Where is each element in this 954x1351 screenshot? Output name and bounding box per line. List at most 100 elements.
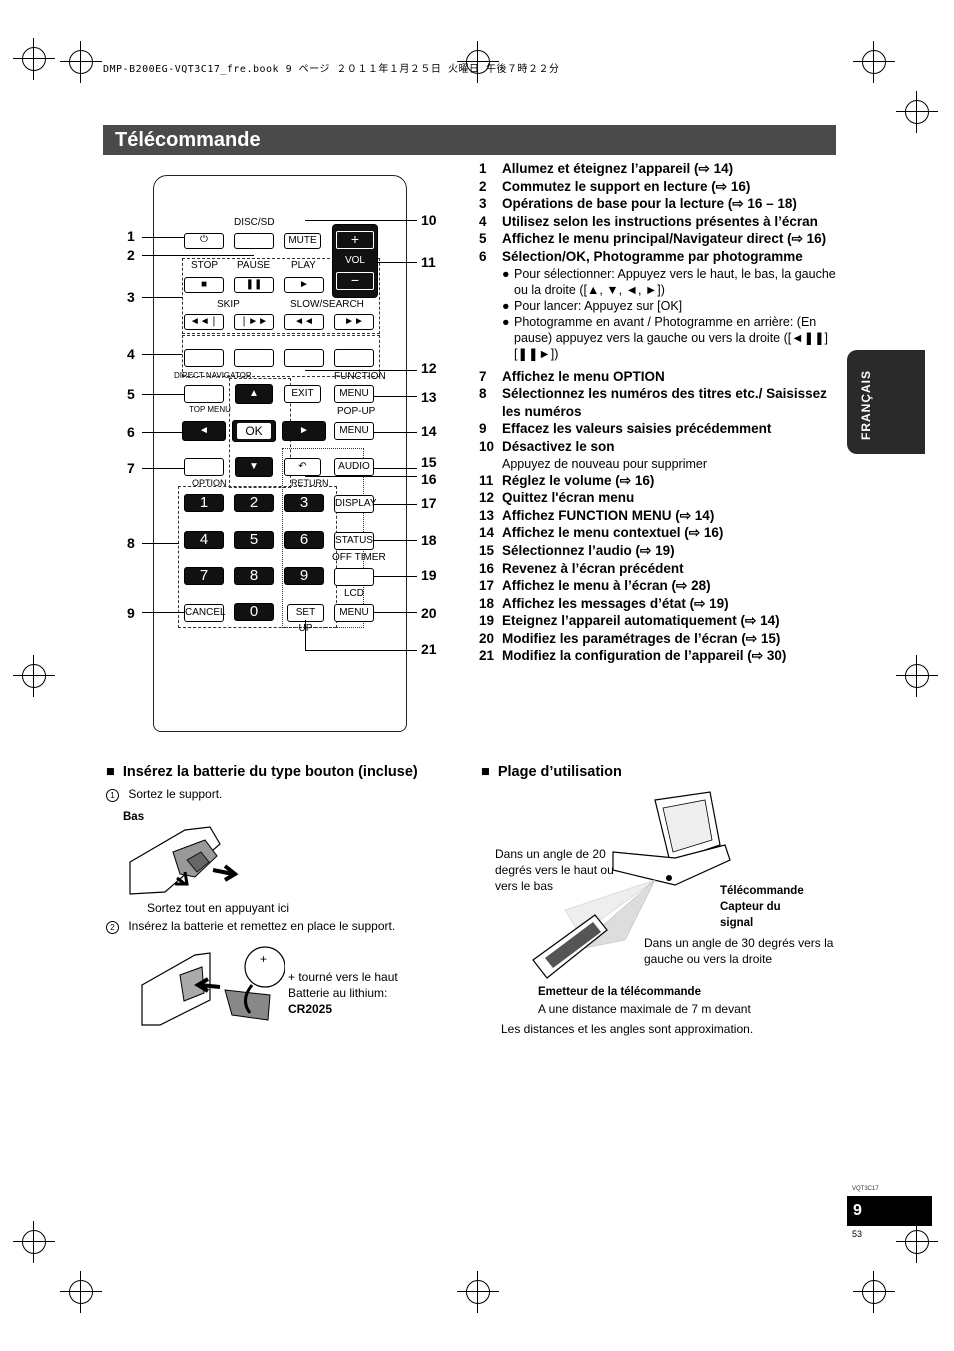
color-group (182, 335, 380, 377)
option-label: OPTION (192, 478, 227, 488)
pause-button: ❚❚ (234, 277, 274, 293)
direct-navigator-label: DIRECT NAVIGATOR (174, 371, 252, 380)
approximation-note: Les distances et les angles sont approxi… (501, 1022, 754, 1036)
callout-10: 10 (421, 212, 437, 228)
down-button: ▼ (235, 457, 273, 477)
range-section-title: ■ Plage d’utilisation (481, 764, 622, 780)
callout-21: 21 (421, 641, 437, 657)
leader-line (374, 468, 417, 469)
step-marker-2: 2 (106, 921, 119, 934)
bullet-item: ●Photogramme en avant / Photogramme en a… (502, 314, 829, 361)
battery-model: CR2025 (288, 1002, 333, 1016)
digit-4-button: 4 (184, 531, 224, 549)
return-label: RETURN (291, 478, 329, 488)
registration-mark (60, 1271, 102, 1313)
registration-mark (853, 1271, 895, 1313)
callout-6: 6 (127, 424, 135, 440)
step-marker-1: 1 (106, 789, 119, 802)
digit-2-button: 2 (234, 494, 274, 512)
callout-3: 3 (127, 289, 135, 305)
leader-line (142, 237, 185, 238)
bullet-item: ●Pour lancer: Appuyez sur [OK] (502, 298, 683, 313)
callout-17: 17 (421, 495, 437, 511)
status-button: STATUS (334, 532, 374, 550)
registration-mark (457, 1271, 499, 1313)
list-subtext: Appuyez de nouveau pour supprimer (502, 456, 707, 471)
off-timer-label: OFF TIMER (332, 552, 386, 563)
right-button: ► (282, 421, 326, 441)
disc-sd-button (234, 233, 274, 249)
callout-1: 1 (127, 228, 135, 244)
battery-section-title: ■ Insérez la batterie du type bouton (in… (106, 764, 418, 780)
page-number: 9 (847, 1196, 932, 1226)
plus-note: + tourné vers le haut (288, 970, 398, 984)
callout-14: 14 (421, 423, 437, 439)
battery-step-2: 2 Insérez la batterie et remettez en pla… (106, 918, 395, 934)
alternate-page-number: 53 (852, 1229, 863, 1239)
range-illustration (532, 791, 731, 979)
up-button: ▲ (235, 384, 273, 404)
function-menu-button: MENU (334, 385, 374, 403)
battery-title-text: Insérez la batterie du type bouton (incl… (122, 764, 418, 780)
leader-line (142, 468, 185, 469)
battery-step-1: 1 Sortez le support. (106, 786, 222, 802)
leader-line (374, 396, 417, 397)
emitter-label: Emetteur de la télécommande (538, 986, 701, 998)
function-label: FUNCTION (334, 371, 386, 382)
digit-0-button: 0 (234, 603, 274, 621)
sensor-label-line-3: signal (720, 917, 754, 929)
callout-8: 8 (127, 535, 135, 551)
direct-navigator-button (184, 385, 224, 403)
registration-mark (896, 1221, 938, 1263)
vertical-angle-note: Dans un angle de 20 degrés vers le haut … (495, 847, 614, 893)
sensor-label-line-2: Capteur du (720, 901, 781, 913)
digit-8-button: 8 (234, 567, 274, 585)
callout-19: 19 (421, 567, 437, 583)
holder-removal-illustration (129, 826, 239, 895)
play-button: ► (284, 277, 324, 293)
callout-16: 16 (421, 471, 437, 487)
vol-minus-button: − (336, 272, 374, 290)
ok-button: OK (237, 423, 271, 439)
registration-mark (13, 1221, 55, 1263)
svg-text:+: + (260, 952, 267, 966)
digit-9-button: 9 (284, 567, 324, 585)
fast-forward-button: ►► (334, 314, 374, 330)
callout-11: 11 (421, 254, 436, 270)
return-button: ↶ (284, 458, 321, 476)
callout-12: 12 (421, 360, 437, 376)
leader-line (142, 354, 182, 355)
color-button-3 (284, 349, 324, 367)
slow-search-label: SLOW/SEARCH (290, 299, 364, 310)
registration-mark (853, 41, 895, 83)
pause-label: PAUSE (237, 260, 271, 271)
page-title: Télécommande (103, 125, 836, 155)
digit-7-button: 7 (184, 567, 224, 585)
range-title-text: Plage d’utilisation (497, 764, 622, 780)
bullet-item: ●Pour sélectionner: Appuyez vers le haut… (502, 266, 836, 297)
callout-5: 5 (127, 386, 135, 402)
popup-menu-button: MENU (334, 422, 374, 440)
volume-rocker: + VOL − (332, 224, 378, 298)
leader-line (142, 612, 185, 613)
registration-mark (13, 38, 55, 80)
display-button: DISPLAY (334, 495, 377, 513)
ok-button-frame: OK (232, 420, 276, 442)
popup-label: POP-UP (337, 406, 376, 417)
left-button: ◄ (182, 421, 226, 441)
leader-line (305, 650, 417, 651)
